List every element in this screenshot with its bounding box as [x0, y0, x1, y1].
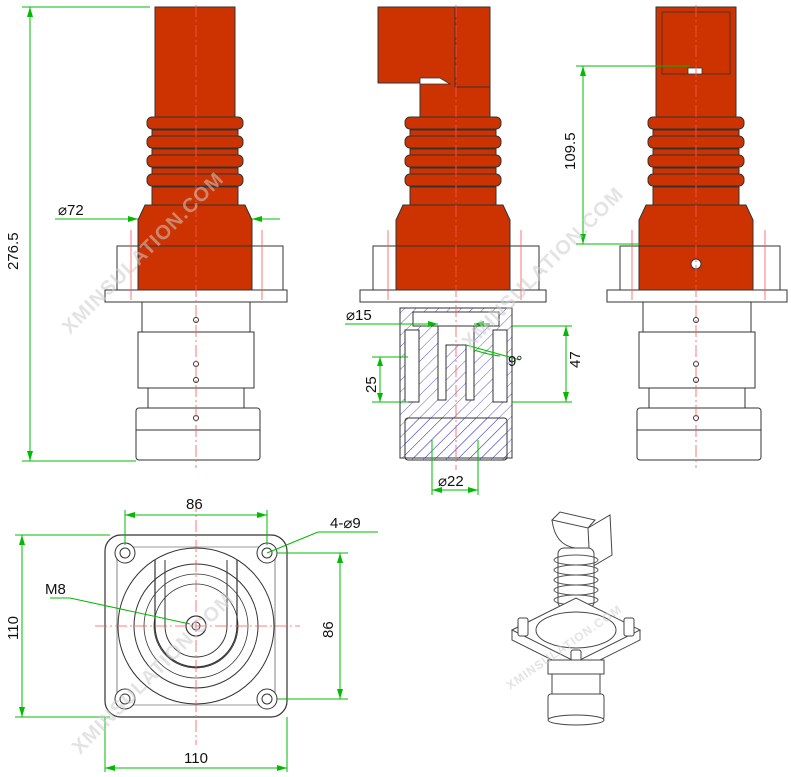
side-view	[606, 5, 788, 468]
label-len-47: 47	[567, 351, 584, 368]
label-flange-width: 110	[184, 750, 208, 767]
dim-bolt-spacing-top	[124, 510, 268, 545]
front-view	[104, 5, 288, 468]
label-bolt-spacing-top: 86	[186, 496, 203, 513]
dim-flange-height	[15, 534, 110, 718]
dim-len-25	[372, 356, 408, 403]
label-dia-72: ⌀72	[58, 202, 84, 219]
label-dia-15: ⌀15	[346, 307, 372, 324]
dim-angle-9	[465, 344, 521, 361]
label-angle-9: 9°	[508, 353, 522, 370]
label-head-height: 109.5	[562, 132, 579, 170]
isometric-view	[510, 511, 642, 726]
dim-flange-width	[104, 717, 288, 772]
front-sheds	[146, 116, 244, 206]
leader-thread	[50, 597, 191, 625]
section-view	[359, 5, 547, 470]
dim-dia-22	[431, 440, 479, 495]
dim-dia-72	[55, 216, 280, 222]
dim-len-47	[512, 325, 572, 403]
bolt-holes	[114, 542, 278, 710]
top-view	[95, 500, 300, 745]
dim-bolt-spacing-right	[277, 552, 348, 700]
label-flange-height: 110	[5, 616, 22, 640]
label-thread: M8	[45, 581, 66, 598]
watermarks: XMINSULATION.COM XMINSULATION.COM XMINSU…	[58, 168, 628, 758]
leader-bolt-holes	[266, 531, 378, 554]
label-bolt-holes: 4-⌀9	[330, 515, 361, 532]
section-sheds	[404, 116, 502, 206]
label-bolt-spacing-right: 86	[320, 621, 337, 638]
label-len-25: 25	[363, 376, 380, 393]
dim-total-height	[22, 6, 150, 462]
label-dia-22: ⌀22	[438, 473, 464, 490]
dim-dia-15	[345, 321, 490, 327]
dim-head-height	[576, 65, 690, 245]
label-total-height: 276.5	[5, 232, 22, 270]
